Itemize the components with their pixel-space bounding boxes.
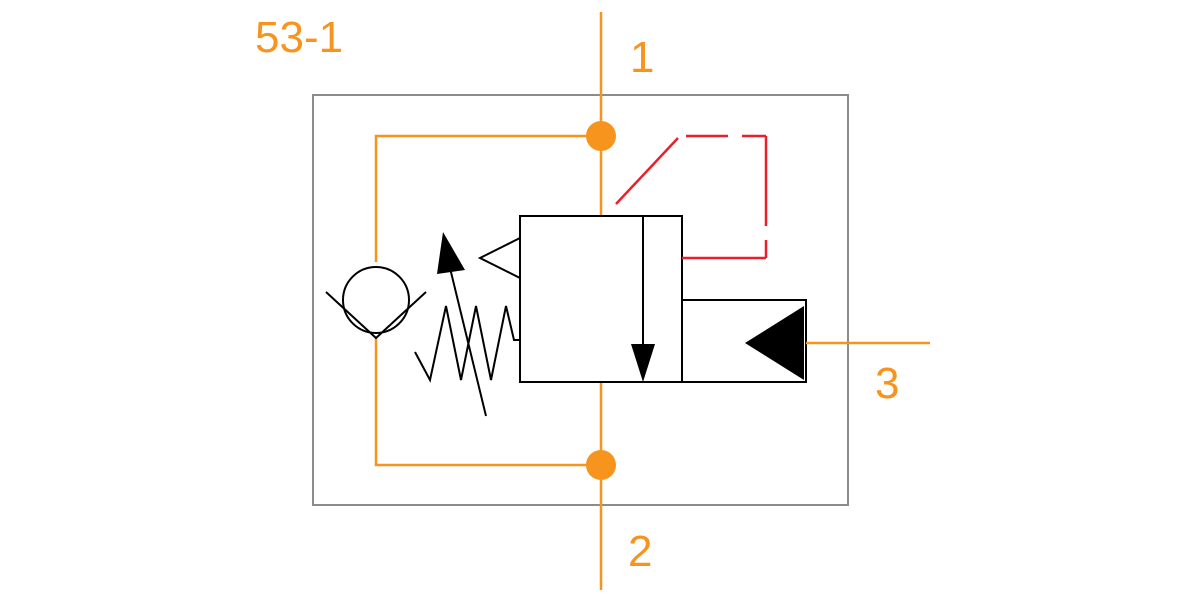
junction-dot-bottom bbox=[586, 450, 616, 480]
port-2-label: 2 bbox=[628, 527, 652, 576]
bypass-line-bottom bbox=[374, 338, 601, 467]
spring-icon bbox=[414, 305, 520, 383]
pilot-triangle-icon bbox=[477, 236, 521, 280]
diagram-title: 53-1 bbox=[255, 13, 343, 62]
port-3-label: 3 bbox=[875, 359, 899, 408]
adjustment-arrowhead-icon bbox=[437, 232, 465, 274]
flow-arrowhead-icon bbox=[631, 344, 655, 382]
bypass-line-top bbox=[374, 134, 601, 262]
pilot-port-triangle-icon bbox=[745, 306, 804, 380]
pilot-line bbox=[615, 134, 768, 260]
valve-housing bbox=[312, 94, 849, 506]
check-valve-icon bbox=[325, 266, 427, 340]
adjustment-arrow-icon bbox=[449, 267, 487, 417]
port-1-label: 1 bbox=[630, 33, 654, 82]
junction-dot-top bbox=[586, 121, 616, 151]
valve-body bbox=[519, 215, 683, 383]
